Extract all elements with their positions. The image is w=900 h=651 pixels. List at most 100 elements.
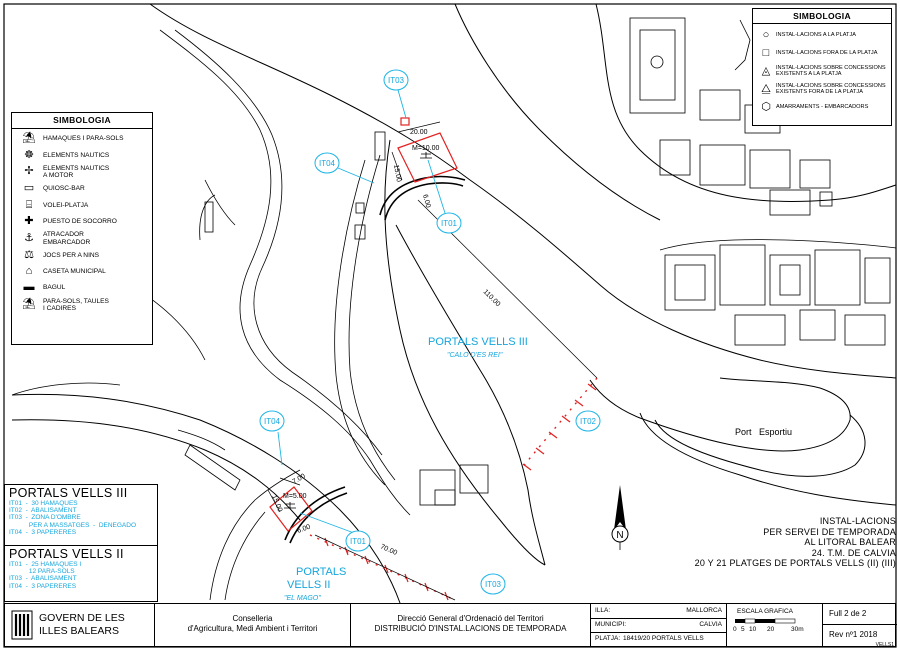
installation-line: IT04 - 3 PAPERERES [9,528,77,536]
installation-line: PER A MASSATGES - DENEGADO [9,521,137,529]
legend-left-title: SIMBOLOGIA [12,115,152,129]
legend-item: ⌂CASETA MUNICIPAL [15,265,149,279]
scale-tick-label: 0 [733,626,737,633]
installations-ii-title: PORTALS VELLS II [9,547,124,561]
seesaw-icon: ⚖ [24,248,34,261]
svg-text:IT02: IT02 [580,417,597,426]
propeller-icon: ✢ [24,165,34,178]
installation-line: IT01 - 30 HAMAQUES [9,500,78,507]
title-note-line: 20 y 21 PLATGES DE PORTALS VELLS (II) (I… [694,558,896,568]
hammock-icon-north [420,152,432,159]
legend-left: SIMBOLOGIA ⛱ HAMAQUES I PARA-SOLS ☸ ELEMENT… [11,112,153,345]
marker-it03-north[interactable]: IT03 [383,69,409,91]
square-icon: □ [762,47,770,59]
platja-label: PLATJA: [595,635,621,642]
dim-6-north: 6.00 [421,194,431,209]
hammock-icon: ⛱ [22,132,36,145]
legend-item-label: ELEMENTS NAUTICS [43,151,110,159]
legend-item: ☸ ELEMENTS NAUTICS [15,148,149,162]
dim-7: 7.00 [292,473,307,486]
installation-line: IT02 - ABALISAMENT [9,507,77,515]
legend-item: ⚓ATRACADOR EMBARCADOR [15,231,149,246]
marker-it04-south[interactable]: IT04 [259,410,285,432]
buildings-west [177,131,489,506]
table-umbrella-icon: ⛱ [22,298,36,311]
conselleria-cell: Conselleria d'Agricultura, Medi Ambient … [155,604,351,646]
legend-item: ⧋INSTAL-LACIONS SOBRE CONCESSIONS EXISTE… [756,82,888,96]
marker-it01-south[interactable]: IT01 [345,530,371,552]
dim-m5: M=5.00 [283,493,307,500]
legend-item-label: JOCS PER A NINS [43,251,100,259]
installation-line: 12 PARA-SOLS [9,568,75,576]
label-portals-vells-iii: PORTALS VELLS III [428,336,528,348]
legend-item-label: PUESTO DE SOCORRO [43,218,117,226]
label-portals-vells-ii-2: VELLS II [287,579,330,591]
title-note-line: AL LITORAL BALEAR [804,537,896,547]
illa-label: ILLA: [595,607,611,614]
installations-portals-vells-ii: PORTALS VELLS II IT01 - 25 HAMAQUES I 12… [4,545,158,602]
map-frame [3,3,897,648]
direccio-cell: Direcció General d'Ordenació del Territo… [351,604,591,646]
revision: Rev nº1 2018 [829,630,878,639]
legend-item: □ INSTAL-LACIONS FORA DE LA PLATJA [756,46,888,60]
svg-text:IT04: IT04 [319,159,336,168]
legend-item: ○INSTAL-LACIONS A LA PLATJA [756,28,888,42]
coastline [11,3,897,604]
triangle-in-circle-icon: ◬ [761,65,771,77]
drawing-code: VELLS1 [875,642,894,648]
zone-it01-south [269,486,313,532]
illa-value: MALLORCA [686,607,722,614]
marker-it02[interactable]: IT02 [575,410,601,432]
legend-item: ▭QUIOSC-BAR [15,182,149,196]
dim-6-south: 6.00 [296,524,311,535]
legend-item-label: VOLEI-PLATJA [43,201,89,209]
dimension-labels: 20.00 15.00 M=10.00 6.00 110.00 15.00 7.… [270,129,501,557]
legend-right-title: SIMBOLOGIA [753,11,891,24]
marker-it04-north[interactable]: IT04 [314,152,340,174]
beach-crescent-south [284,486,348,544]
volleyball-icon: ⌸ [25,198,33,211]
marker-it03-south[interactable]: IT03 [480,573,506,595]
sheet-number: Full 2 de 2 [829,609,867,618]
legend-item-label: INSTAL-LACIONS SOBRE CONCESSIONS EXISTEN… [776,83,886,95]
location-cell: ILLA: MALLORCA MUNICIPI: CALVIA PLATJA: … [591,604,727,646]
govern-cell: GOVERN DE LES ILLES BALEARS [5,604,155,646]
legend-item: ◬ INSTAL-LACIONS SOBRE CONCESSIONS EXISTE… [756,64,888,78]
installations-iii-title: PORTALS VELLS III [9,486,128,500]
label-el-mago: "EL MAGO" [284,595,321,602]
buildings-north [629,17,833,216]
legend-item-label: ELEMENTS NAUTICS A MOTOR [43,164,110,180]
installation-line: IT03 - ZONA D'OMBRE [9,514,81,522]
dim-m10: M=10.00 [412,145,440,152]
label-port-esportiu: Port Esportiu [735,427,792,437]
title-note-line: PER SERVEI DE TEMPORADA [763,526,896,537]
platja-value: 18419/20 PORTALS VELLS [623,635,704,642]
sheet-cell: Full 2 de 2 Rev nº1 2018 [823,604,897,646]
installation-zones [269,117,598,601]
legend-item-label: INSTAL-LACIONS SOBRE CONCESSIONS EXISTEN… [776,65,886,77]
dim-20: 20.00 [410,129,428,136]
legend-item-label: CASETA MUNICIPAL [43,268,106,276]
kiosk-icon: ▭ [23,182,35,195]
dimension-lines [267,121,598,601]
legend-item: ✚PUESTO DE SOCORRO [15,215,149,229]
legend-item: ⌸ VOLEI-PLATJA [15,198,149,212]
legend-item-label: INSTAL-LACIONS FORA DE LA PLATJA [776,50,878,56]
legend-item: ⛱ HAMAQUES I PARA-SOLS [15,132,149,146]
place-labels: PORTALS VELLS III "CALO D'ES REI" PORTAL… [284,336,792,602]
legend-item: ⚖ JOCS PER A NINS [15,248,149,262]
legend-right: SIMBOLOGIA ○INSTAL-LACIONS A LA PLATJA □ I… [752,8,892,126]
govern-name: GOVERN DE LES ILLES BALEARS [39,612,125,637]
legend-item: ▬BAGUL [15,281,149,295]
legend-item-label: PARA-SOLS, TAULES I CADIRES [43,297,109,312]
scale-bar [735,618,796,624]
wheel-icon: ☸ [24,148,34,161]
red-tick-marks [324,383,597,601]
title-note-line: 24. T.M. DE CALVIA [811,547,896,558]
marker-it01-north[interactable]: IT01 [436,212,462,234]
legend-item-label: HAMAQUES I PARA-SOLS [43,135,124,143]
